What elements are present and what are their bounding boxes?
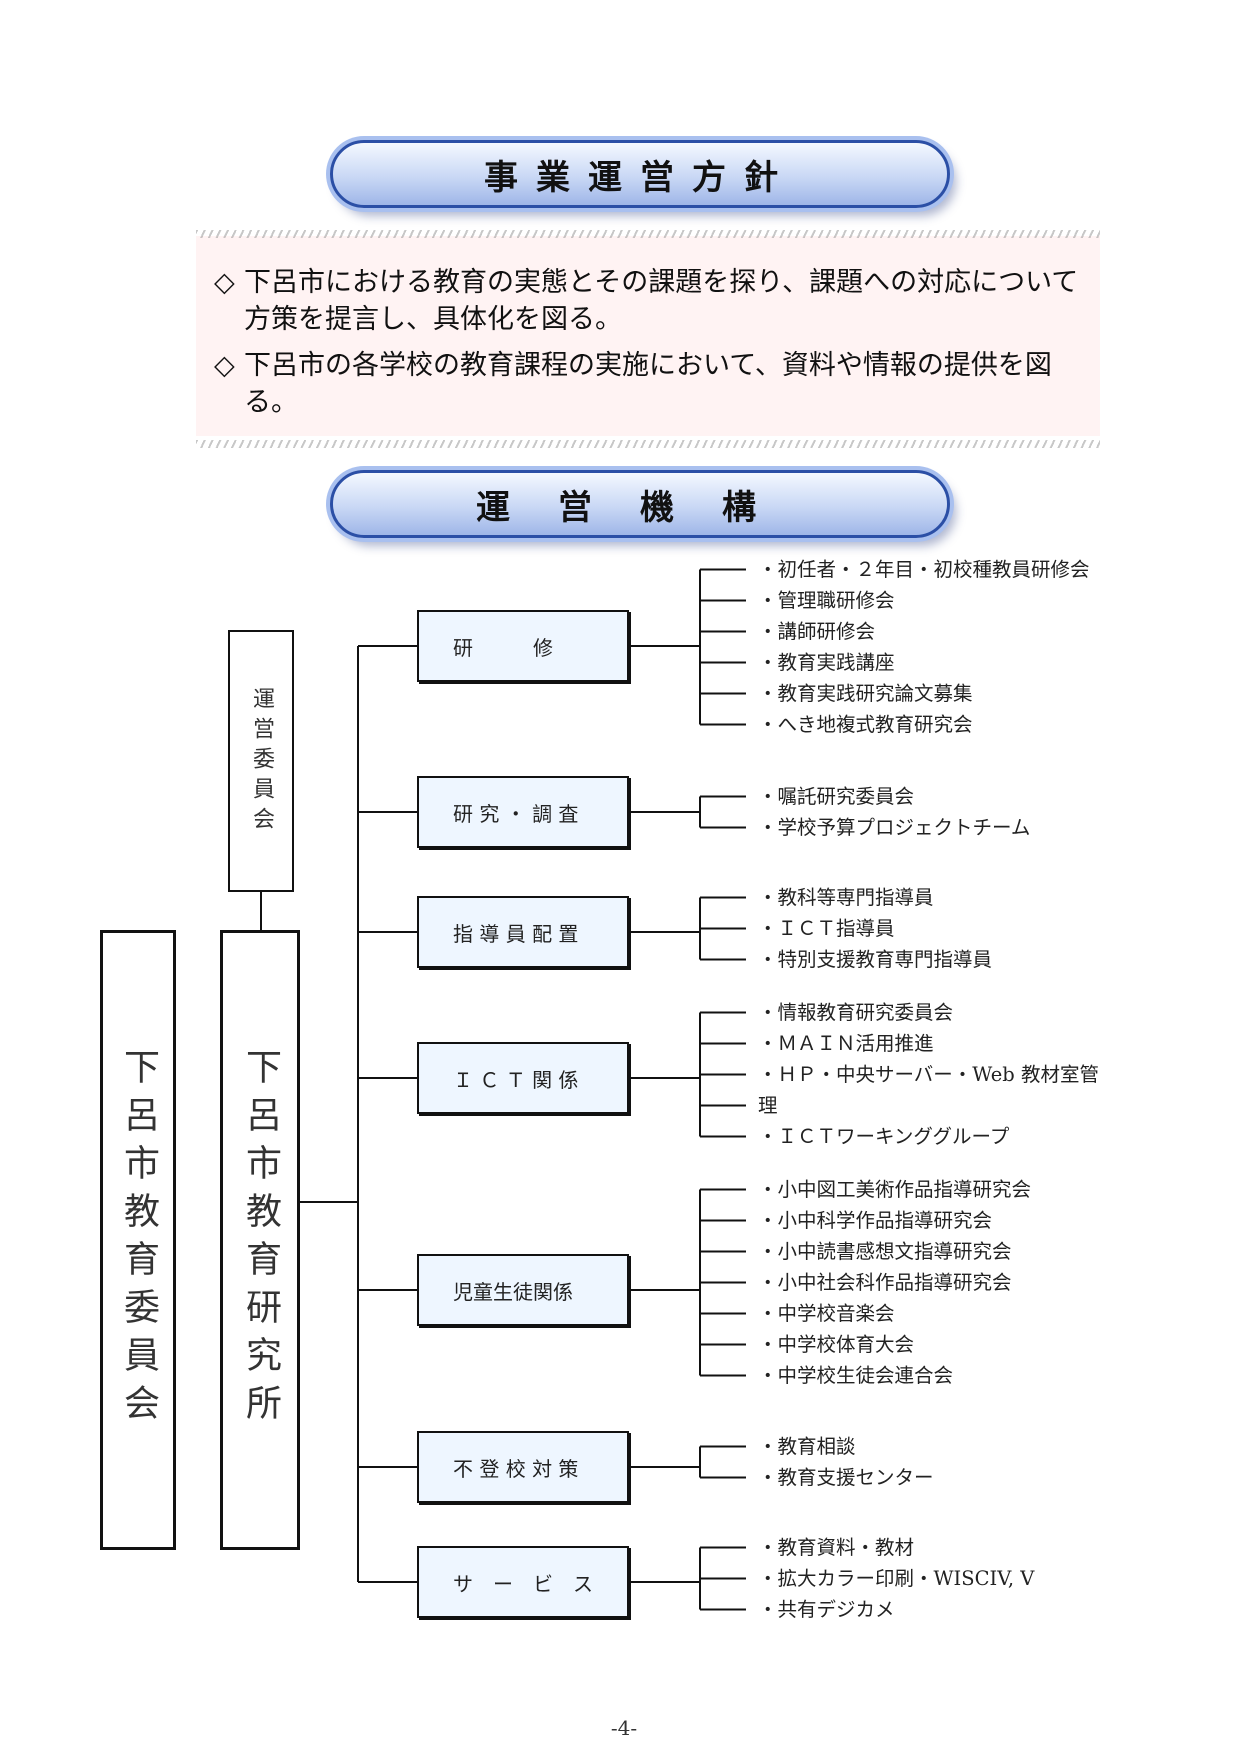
category-item: ・初任者・２年目・初校種教員研修会 [758,558,1090,581]
category-box: Ｉ Ｃ Ｔ 関 係 [417,1042,629,1114]
category-item-list: ・教育相談・教育支援センター [758,1431,934,1493]
category-label: 不 登 校 対 策 [453,1456,579,1481]
org-title: 運営機構 [476,487,804,528]
policy-title: 事業運営方針 [484,157,796,198]
category-label: サ ー ビ ス [453,1571,593,1596]
category-item: ・教育支援センター [758,1466,934,1489]
category-item: ・小中科学作品指導研究会 [758,1209,993,1232]
policy-item: ◇ 下呂市の各学校の教育課程の実施において、資料や情報の提供を図る。 [214,347,1094,421]
policy-box-bottom-border [196,440,1100,448]
category-item: ・小中図工美術作品指導研究会 [758,1178,1032,1201]
category-item-list: ・教育資料・教材・拡大カラー印刷・WISCIV, V ・共有デジカメ [758,1532,1034,1625]
category-item: ・小中社会科作品指導研究会 [758,1271,1012,1294]
steering-committee-label: 運営委員会 [249,687,274,837]
category-item-list: ・初任者・２年目・初校種教員研修会・管理職研修会・講師研修会・教育実践講座・教育… [758,554,1090,740]
category-label: 研 修 [453,635,553,660]
category-item-list: ・嘱託研究委員会・学校予算プロジェクトチーム [758,781,1030,843]
diamond-bullet-icon: ◇ [214,350,235,381]
category-item: ・教育相談 [758,1435,856,1458]
policy-item-text: 下呂市における教育の実態とその課題を探り、課題への対応について方策を提言し、具体… [244,267,1079,335]
category-item: ・中学校体育大会 [758,1333,915,1356]
category-item: ・教育実践講座 [758,651,895,674]
org-title-banner: 運営機構 [330,470,950,538]
category-item-list: ・情報教育研究委員会・ＭＡＩＮ活用推進・ＨＰ・中央サーバー・Web 教材室管理・… [758,997,1099,1152]
category-item: ・管理職研修会 [758,589,895,612]
category-item-list: ・小中図工美術作品指導研究会・小中科学作品指導研究会・小中読書感想文指導研究会・… [758,1174,1031,1391]
policy-item: ◇ 下呂市における教育の実態とその課題を探り、課題への対応について方策を提言し、… [214,264,1094,338]
diamond-bullet-icon: ◇ [214,267,235,298]
category-item: ・中学校音楽会 [758,1302,895,1325]
category-item: ・小中読書感想文指導研究会 [758,1240,1012,1263]
research-institute-label: 下呂市教育研究所 [240,1048,281,1432]
category-box: 研 修 [417,610,629,682]
category-item: ・ＭＡＩＮ活用推進 [758,1032,934,1055]
category-label: Ｉ Ｃ Ｔ 関 係 [453,1067,579,1092]
board-of-education-label: 下呂市教育委員会 [118,1048,159,1432]
category-label: 研 究 ・ 調 査 [453,801,579,826]
category-box: 児童生徒関係 [417,1254,629,1326]
page-number: -4- [610,1716,638,1740]
category-box: サ ー ビ ス [417,1546,629,1618]
category-item: ・教科等専門指導員 [758,886,934,909]
category-item: ・ＨＰ・中央サーバー・Web 教材室管 [758,1063,1099,1086]
category-item: ・教育実践研究論文募集 [758,682,973,705]
category-item: ・講師研修会 [758,620,876,643]
category-box: 指 導 員 配 置 [417,896,629,968]
policy-item-text: 下呂市の各学校の教育課程の実施において、資料や情報の提供を図る。 [244,350,1052,418]
category-item: ・学校予算プロジェクトチーム [758,816,1031,839]
category-item-list: ・教科等専門指導員・ＩＣＴ指導員・特別支援教育専門指導員 [758,882,992,975]
category-item: ・教育資料・教材 [758,1536,915,1559]
category-item: ・ＩＣＴワーキンググループ [758,1125,1010,1148]
policy-box-top-border [196,230,1100,238]
category-label: 指 導 員 配 置 [453,921,579,946]
category-item: 理 [758,1094,778,1117]
category-item: ・特別支援教育専門指導員 [758,948,993,971]
board-of-education-box: 下呂市教育委員会 [100,930,176,1550]
policy-box [196,236,1100,436]
category-box: 不 登 校 対 策 [417,1431,629,1503]
category-item: ・中学校生徒会連合会 [758,1364,954,1387]
category-item: ・情報教育研究委員会 [758,1001,954,1024]
category-item: ・ＩＣＴ指導員 [758,917,895,940]
category-item: ・共有デジカメ [758,1598,895,1621]
category-item: ・拡大カラー印刷・WISCIV, V [758,1567,1035,1590]
research-institute-box: 下呂市教育研究所 [220,930,300,1550]
category-label: 児童生徒関係 [453,1279,573,1304]
steering-committee-box: 運営委員会 [228,630,294,892]
category-item: ・へき地複式教育研究会 [758,713,973,736]
category-item: ・嘱託研究委員会 [758,785,915,808]
policy-title-banner: 事業運営方針 [330,140,950,208]
category-box: 研 究 ・ 調 査 [417,776,629,848]
